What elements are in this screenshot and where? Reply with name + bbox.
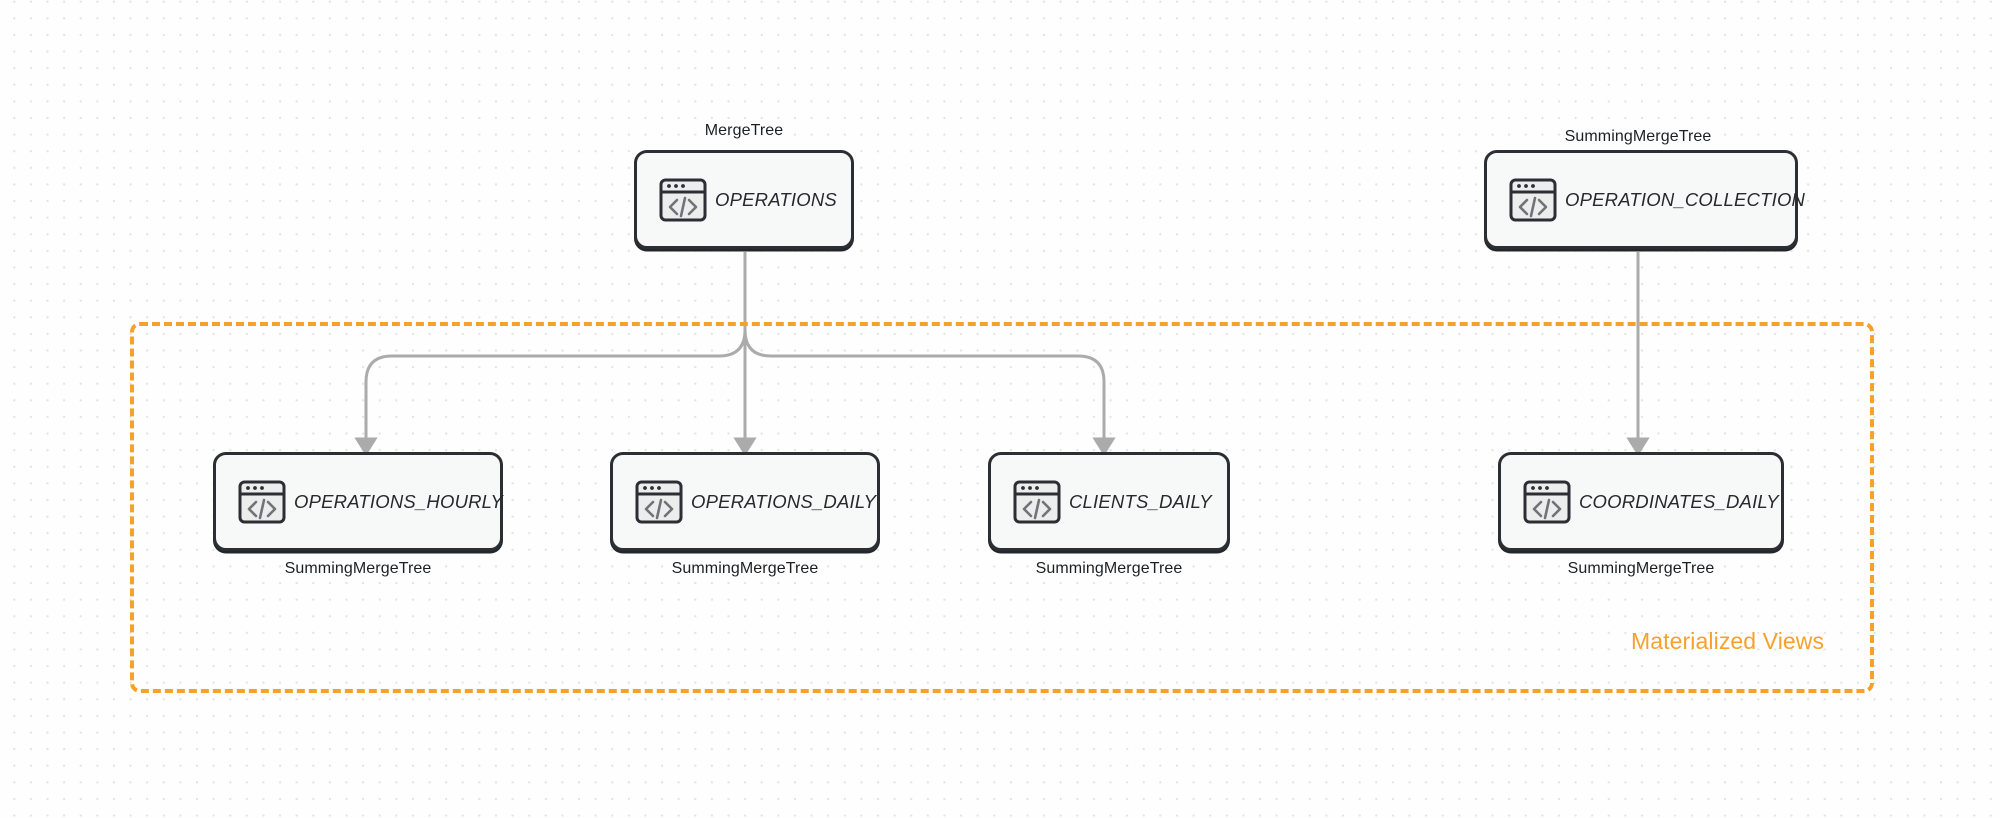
engine-label-operations: MergeTree bbox=[704, 122, 784, 139]
engine-label-clients-daily: SummingMergeTree bbox=[1035, 560, 1183, 577]
node-operations-daily[interactable]: OPERATIONS_DAILY bbox=[610, 452, 880, 551]
engine-label-operation-collection: SummingMergeTree bbox=[1564, 128, 1712, 145]
node-title: OPERATIONS_HOURLY bbox=[294, 490, 504, 512]
code-window-icon bbox=[1509, 178, 1557, 222]
node-title: OPERATIONS_DAILY bbox=[691, 490, 877, 512]
node-title: OPERATION_COLLECTION bbox=[1565, 188, 1806, 210]
code-window-icon bbox=[238, 480, 286, 524]
node-operations-hourly[interactable]: OPERATIONS_HOURLY bbox=[213, 452, 503, 551]
node-title: CLIENTS_DAILY bbox=[1069, 490, 1212, 512]
materialized-views-group bbox=[130, 322, 1874, 693]
code-window-icon bbox=[1523, 480, 1571, 524]
materialized-views-group-label: Materialized Views bbox=[1631, 628, 1825, 654]
node-operations[interactable]: OPERATIONS bbox=[634, 150, 854, 249]
code-window-icon bbox=[635, 480, 683, 524]
engine-label-operations-hourly: SummingMergeTree bbox=[284, 560, 432, 577]
node-operation-collection[interactable]: OPERATION_COLLECTION bbox=[1484, 150, 1805, 249]
engine-label-coordinates-daily: SummingMergeTree bbox=[1567, 560, 1715, 577]
node-coordinates-daily[interactable]: COORDINATES_DAILY bbox=[1498, 452, 1784, 551]
node-title: OPERATIONS bbox=[715, 188, 837, 210]
node-clients-daily[interactable]: CLIENTS_DAILY bbox=[988, 452, 1230, 551]
code-window-icon bbox=[659, 178, 707, 222]
node-title: COORDINATES_DAILY bbox=[1579, 490, 1779, 512]
code-window-icon bbox=[1013, 480, 1061, 524]
engine-label-operations-daily: SummingMergeTree bbox=[671, 560, 819, 577]
